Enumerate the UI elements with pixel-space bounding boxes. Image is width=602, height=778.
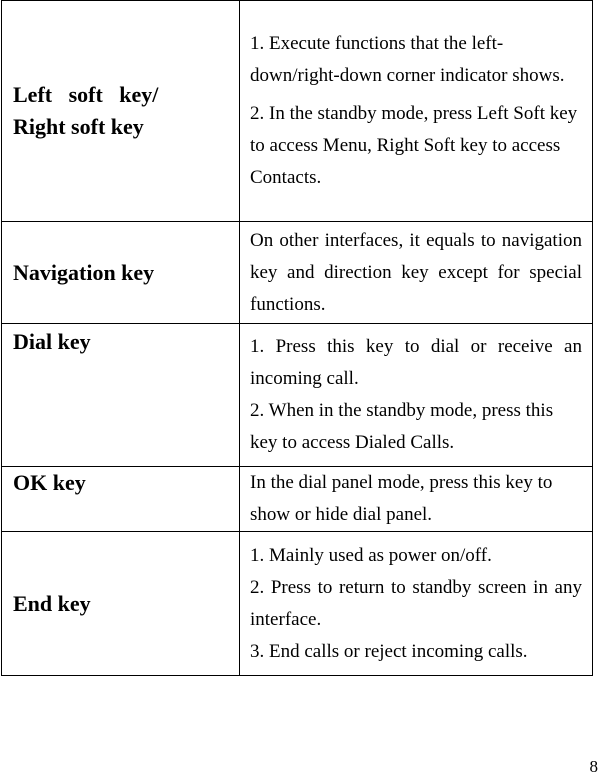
key-name-cell: Navigation key xyxy=(1,221,240,324)
table-row: End key 1. Mainly used as power on/off. … xyxy=(1,531,593,676)
key-name-line: Right soft key xyxy=(13,114,144,139)
description-text: 2. In the standby mode, press Left Soft … xyxy=(250,103,578,188)
description-cell: 1. Execute functions that the left-down/… xyxy=(239,0,593,222)
key-name-soft-keys: Left soft key/ Right soft key xyxy=(13,79,229,143)
description-text: In the dial panel mode, press this key t… xyxy=(250,472,553,525)
table-row: Navigation key On other interfaces, it e… xyxy=(1,221,593,324)
table-row: Left soft key/ Right soft key 1. Execute… xyxy=(1,0,593,222)
description-cell: In the dial panel mode, press this key t… xyxy=(239,466,593,532)
key-name-cell: Left soft key/ Right soft key xyxy=(1,0,240,222)
key-name-navigation: Navigation key xyxy=(13,259,155,285)
key-name-cell: Dial key xyxy=(1,323,240,467)
key-name-ok: OK key xyxy=(13,470,86,495)
table-row: Dial key 1. Press this key to dial or re… xyxy=(1,323,593,467)
key-name-dial: Dial key xyxy=(13,329,91,354)
page-number: 8 xyxy=(589,757,599,776)
description-text: 1. Press this key to dial or receive an … xyxy=(250,336,582,389)
key-name-cell: OK key xyxy=(1,466,240,532)
description-cell: 1. Mainly used as power on/off. 2. Press… xyxy=(239,531,593,676)
table-row: OK key In the dial panel mode, press thi… xyxy=(1,466,593,532)
description-text: 1. Execute functions that the left-down/… xyxy=(250,33,565,86)
description-text: 2. Press to return to standby screen in … xyxy=(250,576,582,630)
key-name-cell: End key xyxy=(1,531,240,676)
key-name-end: End key xyxy=(13,590,91,616)
description-text: 1. Mainly used as power on/off. xyxy=(250,544,492,566)
key-name-line: Left soft key/ xyxy=(13,82,159,107)
description-text: 2. When in the standby mode, press this … xyxy=(250,400,554,453)
description-text: 3. End calls or reject incoming calls. xyxy=(250,640,528,662)
description-text: On other interfaces, it equals to naviga… xyxy=(250,229,582,315)
description-cell: 1. Press this key to dial or receive an … xyxy=(239,323,593,467)
description-cell: On other interfaces, it equals to naviga… xyxy=(239,221,593,324)
key-function-table: Left soft key/ Right soft key 1. Execute… xyxy=(1,0,593,676)
